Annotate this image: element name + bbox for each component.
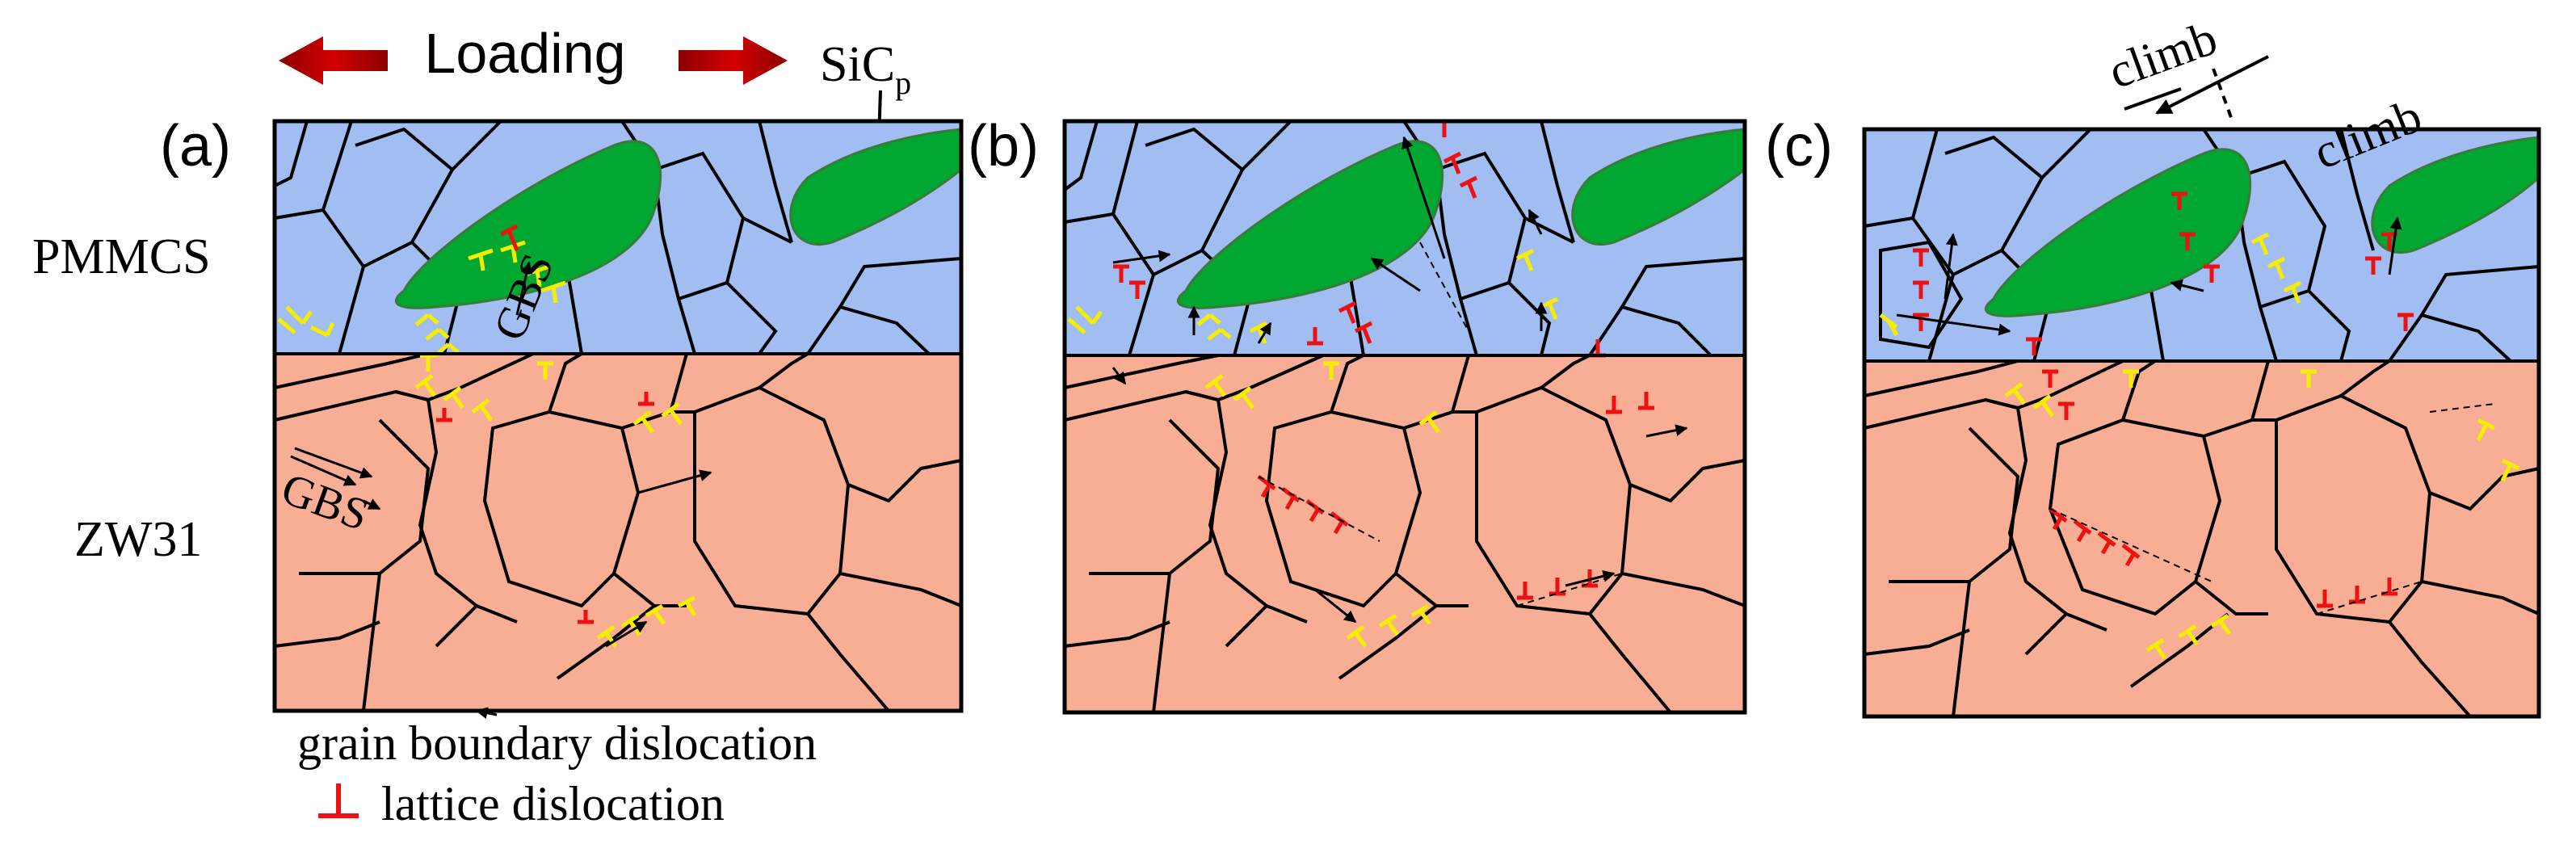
panel-label-b: (b) bbox=[968, 114, 1039, 179]
panel-label-a: (a) bbox=[160, 114, 231, 179]
lattice-dislocation-icon bbox=[318, 783, 359, 818]
sic-particle-1 bbox=[1984, 148, 2252, 317]
panel-label-c: (c) bbox=[1765, 114, 1833, 179]
sic-subscript: p bbox=[895, 65, 911, 101]
sic-particle-2 bbox=[789, 128, 963, 246]
legend-grain-boundary-text: grain boundary dislocation bbox=[297, 716, 817, 770]
legend: grain boundary dislocation lattice dislo… bbox=[297, 716, 817, 830]
panel-a: (a) bbox=[160, 114, 964, 720]
sic-particle-1 bbox=[394, 140, 662, 309]
sic-particle-2 bbox=[1571, 128, 1746, 246]
loading-label: Loading bbox=[424, 22, 625, 85]
panel-b: (b) bbox=[968, 114, 1747, 715]
row-label-zw31: ZW31 bbox=[74, 512, 202, 567]
svg-text:SiCp: SiCp bbox=[820, 37, 911, 101]
sic-particle-2 bbox=[2371, 136, 2540, 254]
loading-arrow-right-icon bbox=[679, 36, 788, 85]
sic-label: SiC bbox=[820, 37, 895, 92]
panel-c: (c) bbox=[1765, 11, 2541, 719]
climb-label-1: climb bbox=[2102, 11, 2224, 99]
legend-lattice-text: lattice dislocation bbox=[381, 777, 725, 830]
loading-indicator: Loading bbox=[279, 22, 788, 85]
loading-arrow-left-icon bbox=[279, 36, 388, 85]
row-label-pmmcs: PMMCS bbox=[32, 229, 211, 284]
